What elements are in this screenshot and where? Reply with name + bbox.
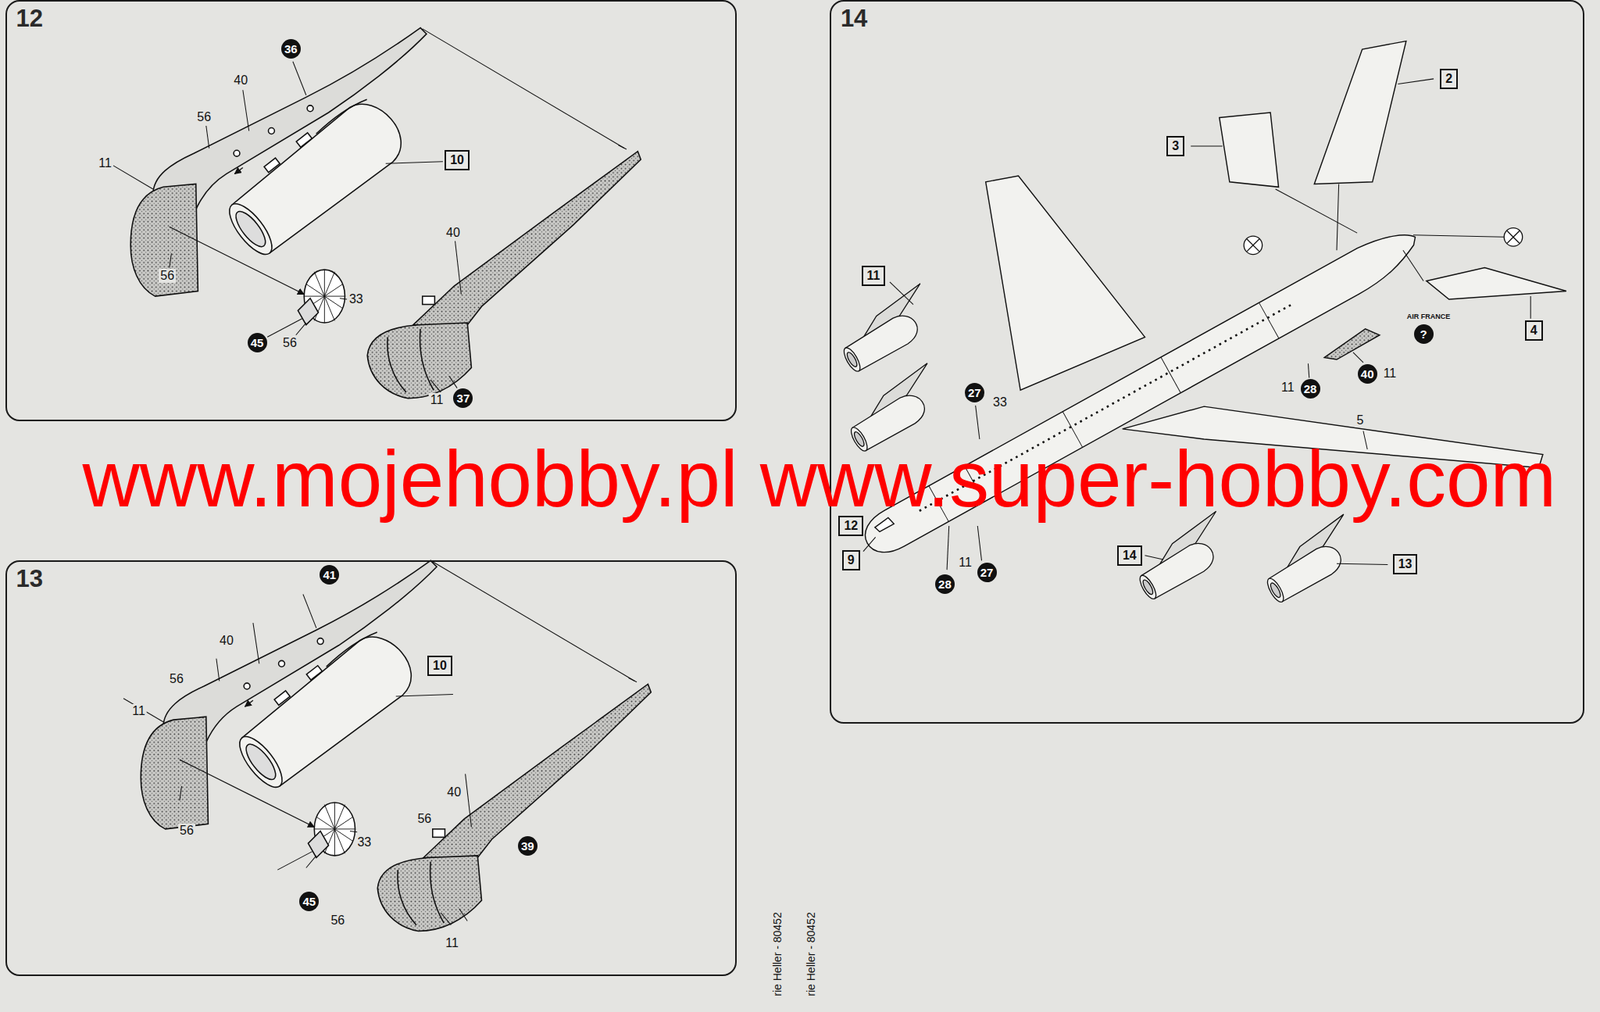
- callout-circle: 41: [319, 564, 340, 585]
- callout-number: 56: [195, 110, 213, 125]
- callout-number: 40: [217, 633, 236, 648]
- part-number-box: 9: [842, 550, 861, 571]
- part-number: 2: [1445, 71, 1453, 87]
- callout-number: 11: [957, 555, 974, 570]
- step-panel: 14 2 3 11 4? 40 28 27 12 9 28 27 14 13: [829, 0, 1586, 724]
- callout-number: 40: [444, 225, 462, 240]
- callout-circle: 28: [1300, 378, 1321, 399]
- part-number-box: 13: [1392, 553, 1418, 575]
- callout-number: 11: [443, 935, 461, 950]
- callout-number: ?: [1415, 324, 1433, 344]
- callout-number: 11: [1382, 366, 1399, 381]
- callout-number: 33: [347, 292, 365, 307]
- callout-number: 33: [991, 395, 1009, 410]
- callout-circle: 36: [281, 39, 301, 59]
- step-number: 13: [16, 564, 43, 593]
- part-number-box: 11: [861, 265, 886, 286]
- callout-number: 27: [978, 562, 996, 583]
- callout-number: 11: [1279, 380, 1297, 395]
- callout-circle: ?: [1414, 324, 1434, 344]
- callout-number: 39: [519, 835, 536, 856]
- callout-number: 28: [1302, 378, 1319, 399]
- callout-number: 5: [1355, 413, 1366, 428]
- callout-circle: 37: [453, 388, 473, 408]
- watermark: www.mojehobby.pl www.super-hobby.com: [82, 439, 1557, 520]
- callout-number: 36: [282, 39, 300, 59]
- step-panel: 12 36 10 45 37: [5, 0, 737, 422]
- callout-circle: 45: [299, 891, 319, 911]
- part-number-box: 2: [1439, 68, 1458, 90]
- callout-number: 56: [328, 913, 347, 928]
- part-number: 10: [450, 152, 465, 168]
- callout-number: 28: [936, 574, 954, 594]
- callout-number: 45: [249, 332, 266, 353]
- callout-number: 40: [232, 73, 250, 88]
- callout-circle: 27: [977, 562, 997, 583]
- part-number: 12: [843, 517, 858, 534]
- part-number-box: 4: [1525, 320, 1543, 341]
- part-number-box: 10: [444, 150, 470, 171]
- callout-number: 56: [158, 268, 176, 283]
- part-number: 9: [847, 552, 855, 568]
- callout-circle: 28: [935, 574, 955, 594]
- callout-number: 56: [178, 823, 196, 838]
- part-number-box: 14: [1117, 545, 1143, 566]
- part-number: 13: [1398, 556, 1413, 572]
- part-number: 10: [432, 657, 447, 674]
- livery-text: AIR FRANCE: [1406, 312, 1452, 321]
- callout-number: 37: [454, 388, 472, 408]
- part-number: 4: [1530, 322, 1538, 339]
- step-number: 14: [840, 4, 868, 33]
- step-number: 12: [16, 4, 43, 33]
- callout-circle: 39: [517, 835, 538, 856]
- callout-number: 40: [1359, 364, 1376, 384]
- part-number-box: 10: [427, 655, 453, 676]
- callout-circle: 27: [964, 382, 985, 403]
- callout-number: 56: [415, 811, 433, 826]
- part-number: 11: [867, 267, 881, 284]
- callout-number: 45: [300, 891, 318, 911]
- callout-number: 56: [281, 335, 299, 350]
- callout-circle: 45: [247, 332, 268, 353]
- callout-number: 40: [445, 785, 463, 800]
- callout-number: 41: [321, 564, 338, 585]
- callout-number: 11: [130, 703, 147, 718]
- part-number: 14: [1122, 547, 1137, 564]
- part-number-box: 3: [1166, 135, 1185, 157]
- callout-circle: 40: [1357, 364, 1378, 384]
- callout-number: 11: [428, 392, 446, 408]
- callout-number: 56: [167, 671, 186, 686]
- part-number: 3: [1171, 138, 1179, 154]
- callout-number: 27: [966, 382, 983, 403]
- callout-number: 11: [96, 156, 114, 171]
- step-panel: 13 41 10 45 39: [5, 560, 737, 976]
- callout-number: 33: [355, 835, 373, 850]
- sheet-reference: rie Heller - 80452: [771, 912, 784, 997]
- sheet-reference: rie Heller - 80452: [804, 912, 818, 997]
